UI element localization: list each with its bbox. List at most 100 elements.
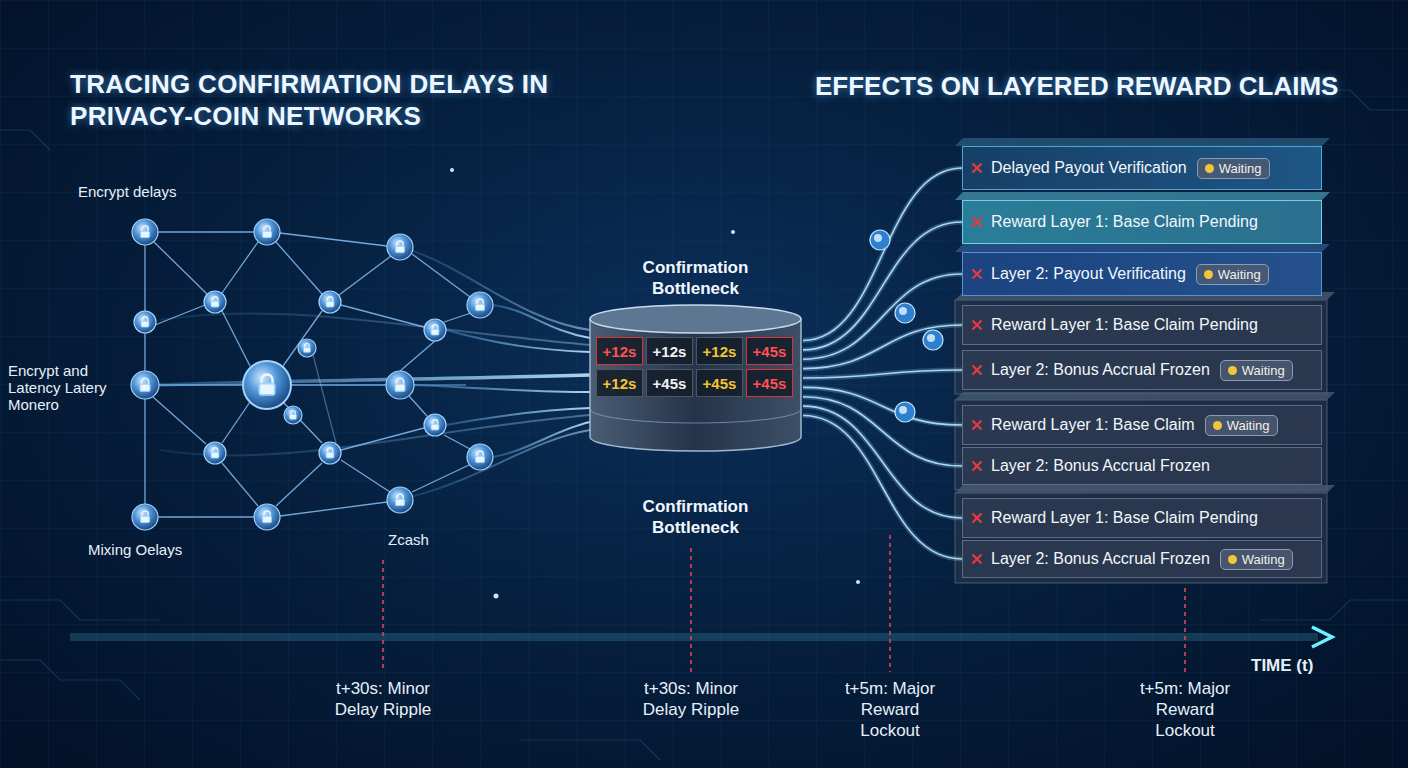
illustration-part <box>856 580 860 584</box>
illustration-part <box>341 460 390 492</box>
row-text: Layer 2: Payout Verificating <box>991 265 1186 283</box>
illustration-part <box>444 435 470 449</box>
bottleneck-cylinder: Confirmation BottleneckConfirmation Bott… <box>588 303 803 453</box>
illustration-part <box>204 291 226 313</box>
status-badge: Waiting <box>1220 360 1293 381</box>
reward-row: Reward Layer 1: Base Claim Pending <box>962 200 1322 244</box>
delay-value: +12s <box>603 375 637 392</box>
fail-mark-stroke <box>973 462 982 471</box>
illustration-part <box>955 485 1335 493</box>
connector-line <box>803 222 962 350</box>
illustration-part <box>396 494 405 506</box>
illustration-part <box>283 311 322 366</box>
illustration-part <box>1184 588 1186 672</box>
fail-mark <box>971 319 983 331</box>
fail-mark <box>971 419 983 431</box>
delay-value: +45s <box>703 375 737 392</box>
status-text: Waiting <box>1219 161 1262 176</box>
fail-mark <box>971 460 983 472</box>
illustration-part <box>467 444 493 470</box>
illustration-part <box>424 414 446 436</box>
connector-glow <box>803 222 962 350</box>
illustration-part <box>160 375 590 385</box>
delay-value: +45s <box>753 375 787 392</box>
illustration-part <box>386 371 414 399</box>
status-badge: Waiting <box>1205 415 1278 436</box>
fail-mark-stroke <box>973 555 982 564</box>
connector-glow <box>803 416 962 560</box>
illustration-part <box>222 311 250 366</box>
illustration-part <box>263 226 272 238</box>
illustration-part <box>690 548 692 672</box>
illustration-part <box>424 319 446 341</box>
illustration-part <box>387 487 413 513</box>
flow-bead-shine <box>899 406 907 414</box>
illustration-part <box>243 361 291 409</box>
delay-cell: +12s <box>596 337 643 365</box>
illustration-part <box>450 168 860 599</box>
illustration-part <box>0 660 140 700</box>
illustration-part <box>131 371 159 399</box>
timeline-marker: t+30s: Minor Delay Ripple <box>323 678 443 720</box>
delay-cell: +45s <box>696 369 743 397</box>
row-text: Layer 2: Bonus Accrual Frozen <box>991 457 1210 475</box>
illustration-part <box>222 242 258 293</box>
illustration-part <box>955 300 1327 394</box>
illustration-part <box>1260 600 1408 620</box>
fail-mark <box>971 553 983 565</box>
illustration-part <box>298 339 316 357</box>
fail-mark <box>971 216 983 228</box>
cylinder-heading: Confirmation Bottleneck <box>613 257 778 299</box>
illustration-part <box>283 402 322 443</box>
status-dot <box>1213 421 1222 430</box>
connector-line <box>803 416 962 560</box>
illustration-part <box>144 245 145 311</box>
fail-mark-stroke <box>973 366 982 375</box>
delay-cell: +45s <box>746 369 793 397</box>
illustration-part <box>396 241 405 253</box>
illustration-part <box>158 516 254 517</box>
status-dot <box>1205 164 1214 173</box>
illustration-part <box>154 242 207 294</box>
fail-mark <box>971 364 983 376</box>
illustration-part <box>444 313 471 322</box>
illustration-part <box>134 311 156 333</box>
illustration-part <box>144 399 145 504</box>
illustration-part <box>276 463 322 506</box>
network-label: Mixing Oelays <box>88 541 238 558</box>
illustration-part <box>520 740 660 760</box>
fail-mark <box>971 512 983 524</box>
illustration-part <box>0 130 50 150</box>
illustration-part <box>493 422 590 457</box>
timeline-marker: t+5m: Major Reward Lockout <box>1125 678 1245 741</box>
illustration-part <box>131 219 493 530</box>
illustration-part <box>259 375 274 395</box>
delay-cell: +12s <box>596 369 643 397</box>
flow-bead-shine <box>899 307 907 315</box>
timeline-marker: t+30s: Minor Delay Ripple <box>631 678 751 720</box>
illustration-part <box>395 378 405 391</box>
fail-mark-stroke <box>973 164 982 173</box>
reward-row: Reward Layer 1: Base ClaimWaiting <box>962 405 1322 445</box>
status-badge: Waiting <box>1196 264 1269 285</box>
illustration-part <box>0 90 1408 760</box>
status-text: Waiting <box>1218 267 1261 282</box>
flow-connector <box>803 416 962 560</box>
illustration-part <box>222 463 258 506</box>
reward-row: Delayed Payout VerificationWaiting <box>962 146 1322 190</box>
reward-row: Layer 2: Payout Verificating Waiting <box>962 252 1322 296</box>
status-dot <box>1204 270 1213 279</box>
illustration-part <box>409 396 427 416</box>
flow-bead-shine <box>874 234 882 242</box>
fail-mark-stroke <box>973 270 982 279</box>
illustration-part <box>446 330 590 352</box>
illustration-part <box>70 633 1318 641</box>
timeline-marker: t+5m: Major Reward Lockout <box>830 678 950 741</box>
illustration-part <box>160 313 590 345</box>
diagram-title: TRACING CONFIRMATION DELAYS IN PRIVACY-C… <box>70 68 550 132</box>
reward-row: Reward Layer 1: Base Claim Pending <box>962 498 1322 538</box>
connector-glow <box>803 370 962 378</box>
connector-glow <box>803 397 962 466</box>
